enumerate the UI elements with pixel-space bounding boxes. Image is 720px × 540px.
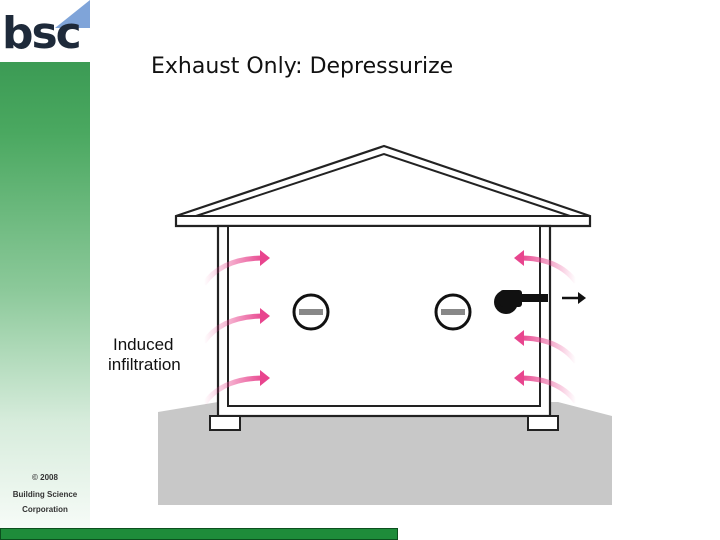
footer-bar: [0, 528, 398, 540]
infiltration-arrow-icon: [201, 308, 270, 344]
sidebar-gradient: bsc © 2008 Building Science Corporation: [0, 0, 90, 528]
copyright-company: Building Science: [12, 490, 78, 499]
infiltration-arrow-icon: [201, 370, 270, 406]
induced-label: Induced: [113, 335, 174, 354]
logo: bsc: [0, 0, 90, 62]
minus-icon: [292, 293, 330, 331]
footing-right: [527, 415, 559, 431]
minus-icon: [434, 293, 472, 331]
exhaust-fan-icon: [494, 290, 548, 314]
copyright-corporation: Corporation: [22, 505, 68, 514]
infiltration-label: infiltration: [108, 355, 181, 374]
copyright-year: © 2008: [32, 473, 58, 482]
infiltration-arrow-icon: [201, 250, 270, 286]
house-diagram: Induced infiltration: [108, 144, 612, 505]
footing-left: [209, 415, 241, 431]
exhaust-arrow-icon: [562, 292, 586, 304]
logo-roof-icon: [55, 0, 90, 28]
infiltration-arrow-icon: [514, 250, 578, 284]
logo-text: bsc: [2, 8, 82, 59]
ground: [158, 402, 612, 505]
infiltration-arrow-icon: [514, 370, 578, 404]
roof: [174, 144, 592, 228]
page-title: Exhaust Only: Depressurize: [151, 54, 454, 79]
infiltration-arrow-icon: [514, 330, 578, 364]
